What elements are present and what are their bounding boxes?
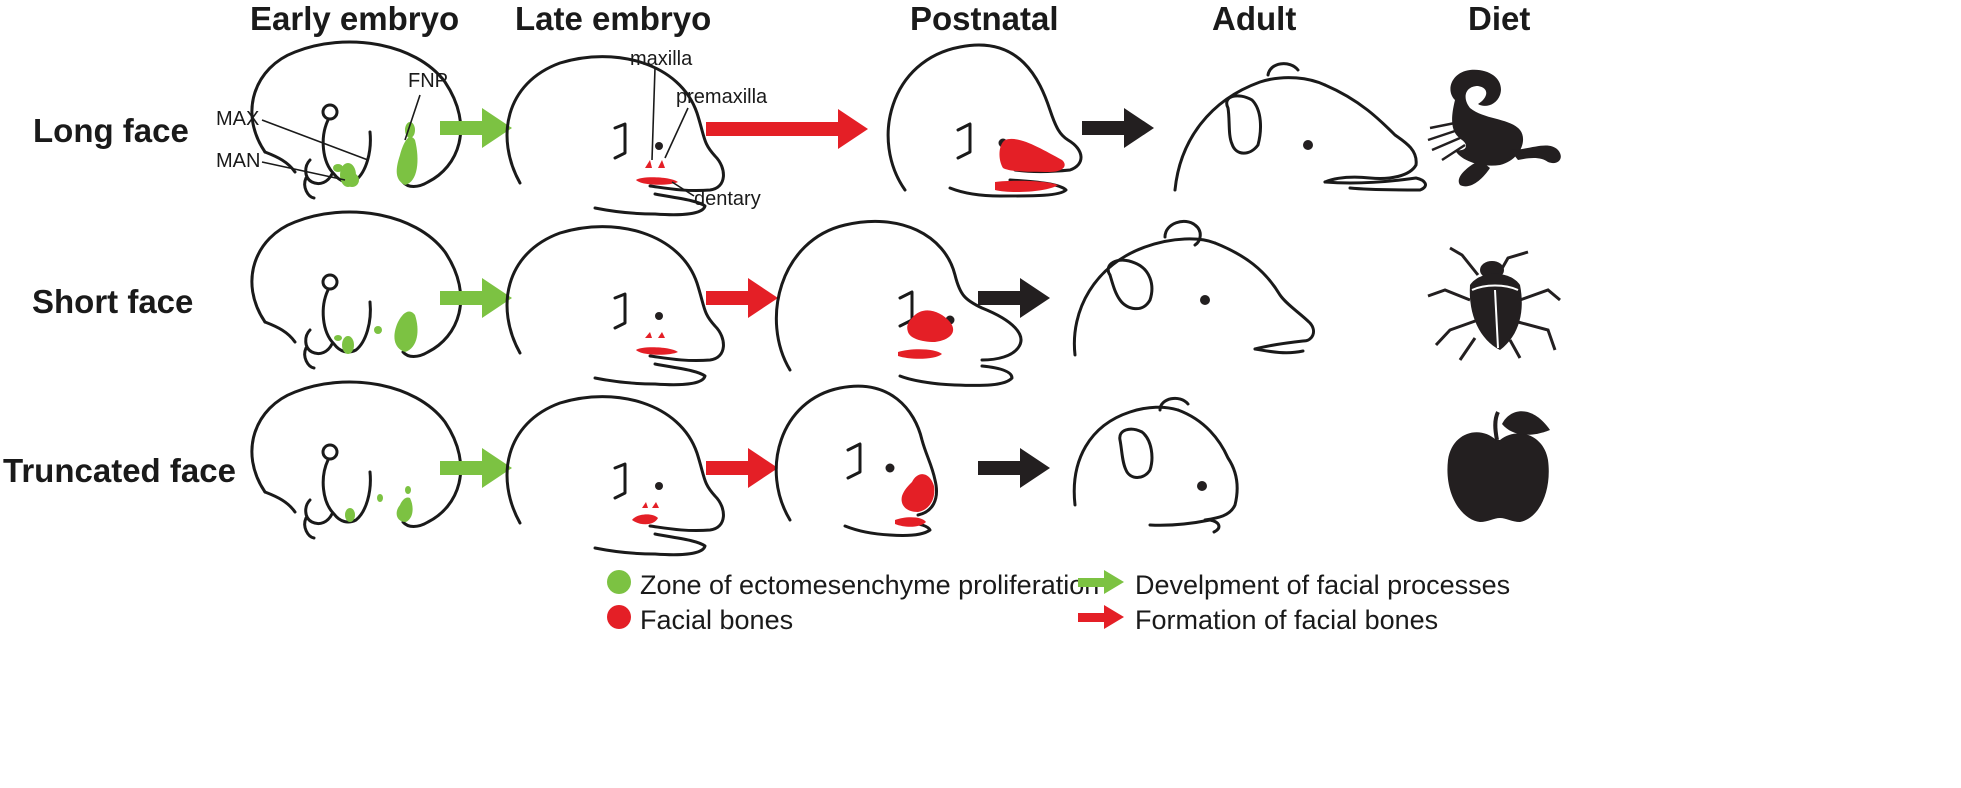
red-bone-mark xyxy=(907,310,954,342)
green-zone-mark xyxy=(342,336,354,354)
long-face-early-embryo xyxy=(250,40,463,200)
green-zone-mark xyxy=(334,335,342,341)
row-header-truncated-face: Truncated face xyxy=(3,452,236,489)
red-bone-mark xyxy=(632,514,658,525)
short-face-adult xyxy=(1072,219,1316,357)
leader-line-fnp xyxy=(404,94,421,141)
label-premaxilla: premaxilla xyxy=(676,86,768,108)
column-header-diet: Diet xyxy=(1468,0,1531,37)
black-arrow xyxy=(1082,108,1154,148)
beetle-icon xyxy=(1427,246,1561,361)
leader-line-man xyxy=(261,161,346,181)
green-zone-mark xyxy=(405,486,411,494)
red-bone-mark xyxy=(901,474,935,512)
truncated-face-adult xyxy=(1072,396,1239,534)
legend-label-facial-bones: Facial bones xyxy=(640,605,794,635)
red-bone-mark xyxy=(999,138,1065,172)
red-arrow xyxy=(706,278,778,318)
red-bone-mark xyxy=(642,502,659,508)
column-header-adult: Adult xyxy=(1212,0,1297,37)
green-zone-mark xyxy=(345,173,359,187)
red-bone-mark xyxy=(898,349,942,359)
long-face-postnatal xyxy=(886,43,1083,198)
green-zone-mark xyxy=(345,508,355,522)
apple-icon xyxy=(1447,411,1550,522)
truncated-face-early-embryo xyxy=(250,380,463,540)
red-bone-mark xyxy=(995,180,1058,193)
green-zone-mark xyxy=(396,136,418,185)
legend-marker-ectomesenchyme xyxy=(607,570,631,594)
short-face-postnatal xyxy=(774,219,1023,387)
red-bone-mark xyxy=(636,177,678,185)
green-zone-mark xyxy=(377,494,383,502)
short-face-early-embryo xyxy=(250,210,463,370)
red-bone-mark xyxy=(645,160,665,168)
legend-label-development: Develpment of facial processes xyxy=(1135,570,1511,600)
green-zone-mark xyxy=(394,311,418,352)
legend-label-formation: Formation of facial bones xyxy=(1135,605,1439,635)
red-bone-mark xyxy=(895,517,926,527)
label-man: MAN xyxy=(216,150,261,172)
red-bone-mark xyxy=(645,332,665,338)
column-header-early-embryo: Early embryo xyxy=(250,0,460,37)
red-arrow xyxy=(706,448,778,488)
column-header-postnatal: Postnatal xyxy=(910,0,1059,37)
legend-arrow-development xyxy=(1078,570,1124,594)
truncated-face-late-embryo xyxy=(505,395,725,557)
green-arrow xyxy=(440,108,512,148)
leader-line-premaxilla xyxy=(664,107,689,159)
green-arrow xyxy=(440,278,512,318)
short-face-late-embryo xyxy=(505,225,725,387)
column-header-late-embryo: Late embryo xyxy=(515,0,712,37)
green-zone-mark xyxy=(333,164,343,172)
leader-line-maxilla xyxy=(651,67,656,161)
label-max: MAX xyxy=(216,108,260,130)
row-header-short-face: Short face xyxy=(32,283,194,320)
scorpion-icon xyxy=(1427,69,1561,187)
green-zone-mark xyxy=(396,497,413,522)
label-dentary: dentary xyxy=(694,188,761,210)
red-bone-mark xyxy=(636,347,678,355)
black-arrow xyxy=(978,448,1050,488)
green-zone-mark xyxy=(374,326,382,334)
legend-marker-facial-bones xyxy=(607,605,631,629)
green-arrow xyxy=(440,448,512,488)
row-header-long-face: Long face xyxy=(33,112,189,149)
long-face-late-embryo xyxy=(505,55,725,217)
red-arrow-long xyxy=(706,109,868,149)
leader-line-dentary xyxy=(671,181,695,197)
legend-label-ectomesenchyme: Zone of ectomesenchyme proliferation xyxy=(640,570,1100,600)
long-face-adult xyxy=(1173,62,1427,192)
legend-arrow-formation xyxy=(1078,605,1124,629)
truncated-face-postnatal xyxy=(774,384,938,537)
leader-line-max xyxy=(261,119,369,161)
